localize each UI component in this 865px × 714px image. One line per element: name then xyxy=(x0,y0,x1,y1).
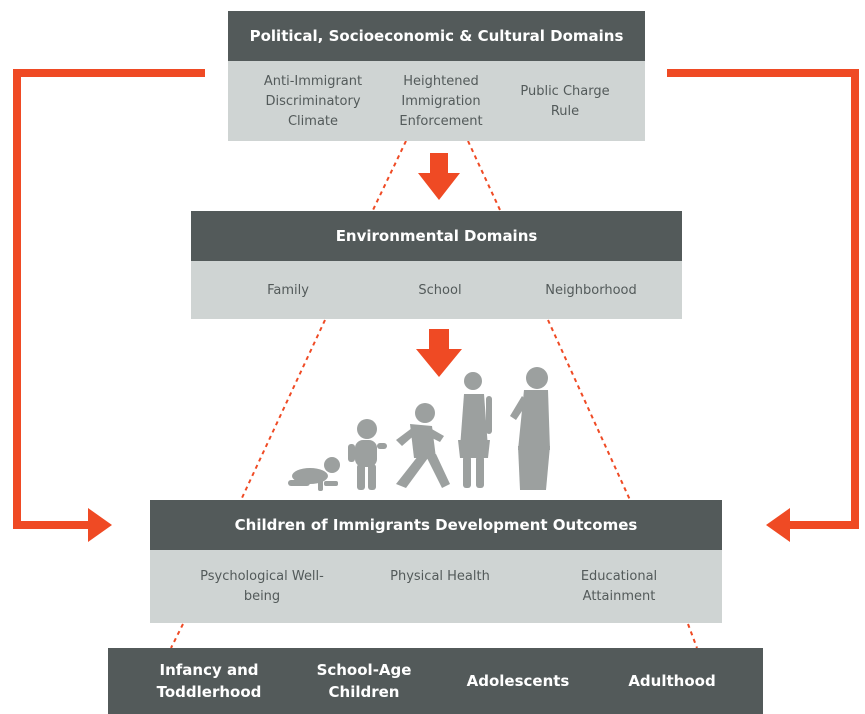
environmental-domains-body: Family School Neighborhood xyxy=(191,261,682,319)
item-educational-attainment: Educational Attainment xyxy=(580,569,658,604)
dotted-line-bottom-right xyxy=(687,623,698,649)
dotted-line-middle-right xyxy=(547,319,631,501)
environmental-domains-header: Environmental Domains xyxy=(191,211,682,261)
stage-adulthood: Adulthood xyxy=(628,672,716,690)
political-domains-body: Anti-Immigrant Discriminatory Climate He… xyxy=(228,61,645,141)
down-arrow-top xyxy=(418,153,460,200)
dotted-line-bottom-left xyxy=(170,623,184,649)
stage-adolescents: Adolescents xyxy=(466,672,570,690)
political-domains-title: Political, Socioeconomic & Cultural Doma… xyxy=(249,27,624,45)
political-domains-header: Political, Socioeconomic & Cultural Doma… xyxy=(228,11,645,61)
item-school: School xyxy=(418,283,462,298)
stage-school-age: School-Age Children xyxy=(316,661,412,701)
adolescent-icon xyxy=(458,372,492,488)
dotted-line-middle-left xyxy=(240,319,326,501)
outcomes-body: Psychological Well-being Physical Health… xyxy=(150,550,722,623)
item-immigration-enforcement: Heightened Immigration Enforcement xyxy=(399,74,483,129)
environmental-domains-title: Environmental Domains xyxy=(335,227,538,245)
item-neighborhood: Neighborhood xyxy=(545,283,637,298)
adult-icon xyxy=(510,367,550,490)
left-arrow xyxy=(13,69,205,529)
toddler-icon xyxy=(348,419,387,490)
right-arrow xyxy=(667,69,859,529)
down-arrow-middle xyxy=(416,329,462,377)
dotted-connectors xyxy=(170,140,698,649)
child-running-icon xyxy=(396,403,450,488)
item-psychological-wellbeing: Psychological Well-being xyxy=(200,569,324,604)
outcomes-header: Children of Immigrants Development Outco… xyxy=(150,500,722,550)
stage-infancy: Infancy and Toddlerhood xyxy=(156,661,262,701)
dotted-line-top-left xyxy=(372,140,407,211)
outcomes-title: Children of Immigrants Development Outco… xyxy=(234,516,638,534)
item-public-charge-rule: Public Charge Rule xyxy=(520,84,610,119)
infant-crawling-icon xyxy=(288,457,340,491)
dotted-line-top-right xyxy=(467,140,501,211)
item-physical-health: Physical Health xyxy=(390,569,490,584)
left-arrow-head xyxy=(88,508,112,542)
right-arrow-head xyxy=(766,508,790,542)
item-anti-immigrant-climate: Anti-Immigrant Discriminatory Climate xyxy=(263,74,363,129)
item-family: Family xyxy=(267,283,309,298)
life-stages-bar xyxy=(108,648,763,714)
